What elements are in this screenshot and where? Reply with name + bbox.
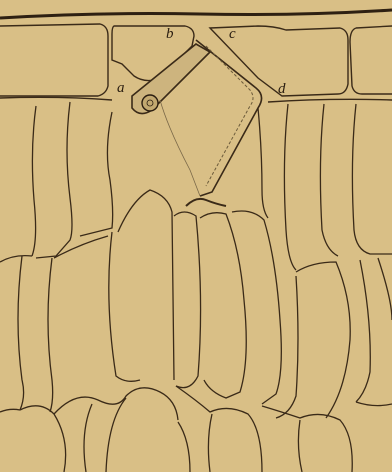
label-c: c [229, 26, 236, 42]
label-d: d [278, 81, 286, 97]
label-b: b [166, 26, 174, 42]
label-a: a [117, 80, 125, 96]
nucleus [142, 95, 158, 111]
